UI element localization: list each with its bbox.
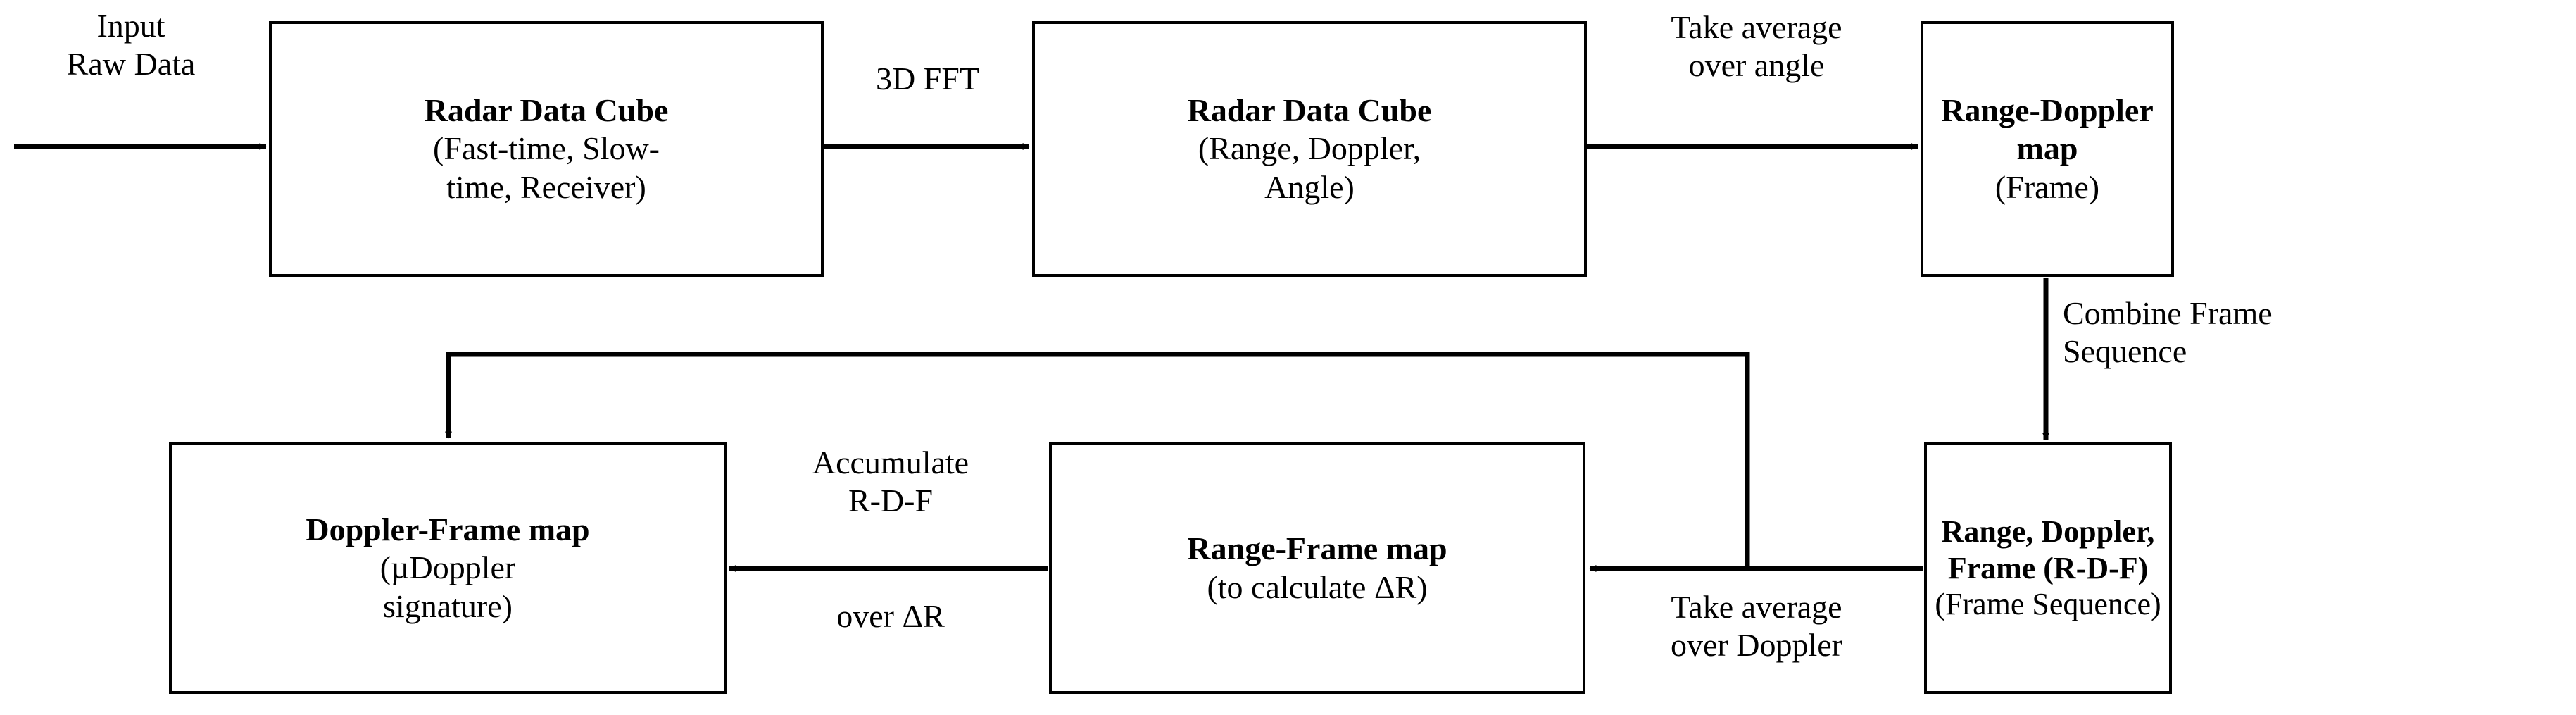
node-line: Range-Doppler [1941,92,2154,129]
edge-label-line: Take average [1671,589,1842,625]
edge-label-line: 3D FFT [876,61,979,97]
node-line: signature) [383,587,513,624]
node-line: (Fast-time, Slow- [433,130,660,167]
edge-label-line: Raw Data [66,46,196,82]
edge-label-line: Sequence [2063,333,2187,370]
node-line: (Range, Doppler, [1198,130,1421,167]
edge-label-take-average-over-doppler: Take average over Doppler [1592,588,1921,665]
node-range-doppler-map[interactable]: Range-Doppler map (Frame) [1921,21,2174,277]
node-radar-data-cube-rda[interactable]: Radar Data Cube (Range, Doppler, Angle) [1032,21,1587,277]
edge-label-line: Input [96,8,165,44]
node-line: (µDoppler [379,549,516,586]
edge-label-line: over Doppler [1671,627,1842,664]
node-line: Range, Doppler, [1941,514,2155,549]
edge-label-line: over angle [1688,47,1825,84]
edge-label-3d-fft: 3D FFT [827,60,1028,98]
edge-label-line: Combine Frame [2063,295,2273,331]
edge-label-take-average-over-angle: Take average over angle [1605,8,1908,85]
node-range-doppler-frame[interactable]: Range, Doppler, Frame (R-D-F) (Frame Seq… [1924,442,2172,694]
node-line: Radar Data Cube [424,92,669,129]
edge-label-accumulate-rdf: Accumulate R-D-F [738,444,1043,521]
node-line: time, Receiver) [446,168,646,205]
node-line: Range-Frame map [1187,530,1447,567]
node-line: (Frame) [1994,168,2100,205]
node-line: map [2016,130,2078,167]
edge-label-combine-frame-sequence: Combine Frame Sequence [2063,294,2573,371]
edge-label-line: R-D-F [848,483,934,519]
node-doppler-frame-map[interactable]: Doppler-Frame map (µDoppler signature) [169,442,727,694]
edge-label-line: over ΔR [836,598,945,634]
node-line: (Frame Sequence) [1935,587,2161,622]
edge-label-line: Accumulate [812,444,969,480]
node-line: Doppler-Frame map [306,511,590,548]
node-line: Angle) [1264,168,1355,205]
node-radar-data-cube-raw[interactable]: Radar Data Cube (Fast-time, Slow- time, … [269,21,824,277]
edge-label-line: Take average [1671,9,1842,45]
node-line: Radar Data Cube [1187,92,1432,129]
node-range-frame-map[interactable]: Range-Frame map (to calculate ΔR) [1049,442,1585,694]
node-line: Frame (R-D-F) [1947,550,2149,585]
node-line: (to calculate ΔR) [1207,568,1428,605]
edge-label-input-raw-data: Input Raw Data [0,7,262,84]
edge-label-over-delta-r: over ΔR [738,597,1043,635]
